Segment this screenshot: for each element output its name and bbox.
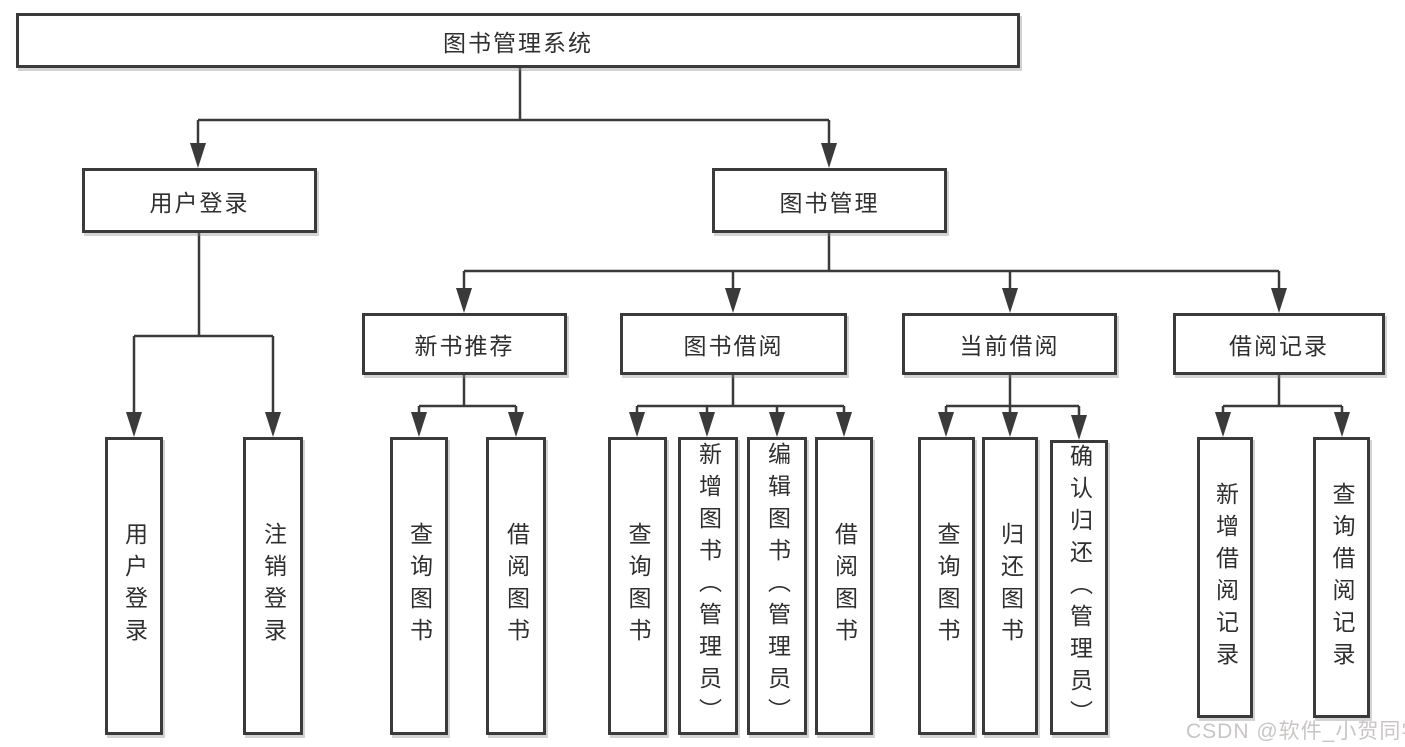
leaf-label: 借阅图书 — [831, 522, 858, 650]
leaf-label: 新增图书（管理员） — [695, 442, 722, 730]
csdn-watermark: CSDN @软件_小贺同学 — [1186, 720, 1405, 743]
node-borrow-records: 借阅记录 — [1173, 313, 1385, 375]
leaf-borrow-books: 借阅图书 — [815, 437, 873, 735]
leaf-query-books: 查询图书 — [918, 437, 975, 735]
leaf-label: 注销登录 — [260, 522, 287, 650]
leaf-user-login: 用户登录 — [105, 437, 163, 735]
node-label: 图书管理系统 — [443, 29, 593, 56]
node-library-management-system: 图书管理系统 — [16, 13, 1020, 68]
node-user-login: 用户登录 — [82, 168, 317, 233]
leaf-label: 确认归还（管理员） — [1066, 443, 1093, 732]
leaf-label: 查询图书 — [934, 522, 960, 650]
node-new-book-recommend: 新书推荐 — [362, 313, 567, 375]
leaf-query-books: 查询图书 — [608, 437, 667, 735]
leaf-borrow-books: 借阅图书 — [486, 437, 546, 735]
leaf-return-books: 归还图书 — [982, 437, 1038, 735]
node-label: 新书推荐 — [414, 333, 515, 359]
leaf-logout: 注销登录 — [243, 437, 303, 735]
leaf-confirm-return-admin: 确认归还（管理员） — [1050, 440, 1108, 735]
node-book-borrow: 图书借阅 — [620, 313, 847, 375]
leaf-add-borrow-record: 新增借阅记录 — [1197, 437, 1253, 718]
leaf-label: 用户登录 — [121, 522, 148, 650]
node-label: 图书管理 — [779, 189, 880, 216]
node-book-management: 图书管理 — [712, 168, 947, 233]
leaf-add-books-admin: 新增图书（管理员） — [678, 437, 738, 735]
leaf-label: 借阅图书 — [503, 522, 530, 650]
leaf-edit-books-admin: 编辑图书（管理员） — [747, 437, 807, 735]
leaf-label: 新增借阅记录 — [1212, 481, 1239, 674]
node-current-borrow: 当前借阅 — [902, 313, 1117, 375]
arrowheads — [126, 143, 1350, 440]
node-label: 借阅记录 — [1229, 333, 1329, 359]
leaf-query-books: 查询图书 — [390, 437, 448, 735]
leaf-query-borrow-record: 查询借阅记录 — [1313, 437, 1370, 718]
leaf-label: 查询图书 — [625, 522, 651, 650]
leaf-label: 归还图书 — [997, 522, 1024, 650]
node-label: 当前借阅 — [959, 333, 1060, 359]
leaf-label: 查询图书 — [406, 522, 433, 650]
leaf-label: 查询借阅记录 — [1329, 481, 1355, 674]
leaf-label: 编辑图书（管理员） — [764, 442, 791, 730]
node-label: 用户登录 — [149, 189, 250, 216]
node-label: 图书借阅 — [683, 333, 784, 359]
